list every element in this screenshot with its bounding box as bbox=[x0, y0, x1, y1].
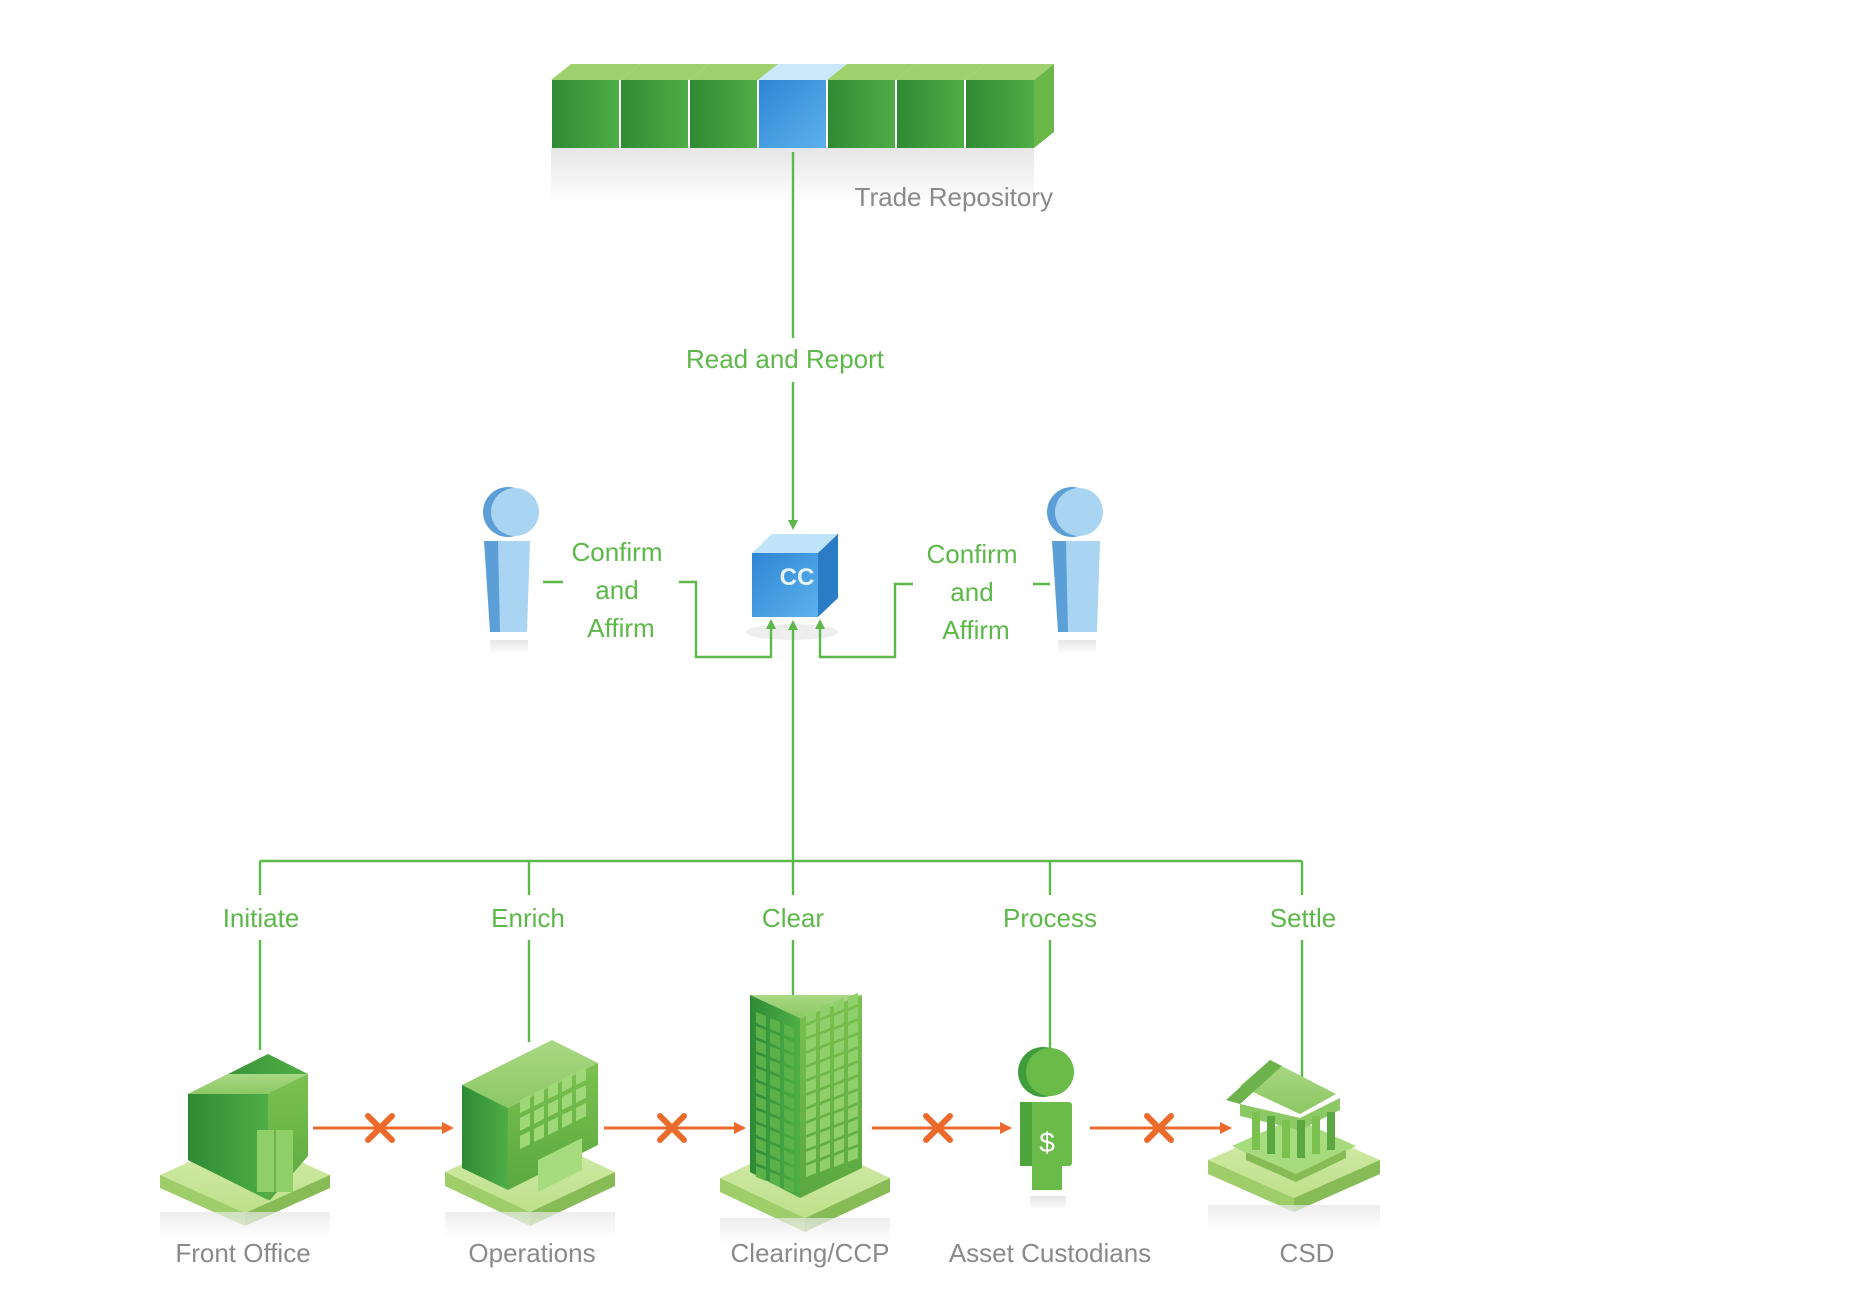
read-report-label: Read and Report bbox=[686, 344, 885, 374]
custodian-person-icon: $ bbox=[1018, 1047, 1074, 1210]
operations-building-icon bbox=[445, 1040, 615, 1238]
office-building-icon bbox=[160, 1054, 330, 1238]
step-action-label: Clear bbox=[762, 903, 824, 933]
repository-block bbox=[895, 64, 985, 148]
confirm-left-line3: Affirm bbox=[587, 613, 654, 643]
confirm-right-line2: and bbox=[950, 577, 993, 607]
step-action-label: Initiate bbox=[223, 903, 300, 933]
confirm-left-connector bbox=[679, 580, 776, 659]
entity-label-front-office: Front Office bbox=[175, 1238, 310, 1268]
confirm-left-line2: and bbox=[595, 575, 638, 605]
repository-block bbox=[964, 64, 1054, 148]
step-action-label: Enrich bbox=[491, 903, 565, 933]
entity-label-custodians: Asset Custodians bbox=[949, 1238, 1151, 1268]
cross-icon bbox=[923, 1113, 953, 1143]
step-action-label: Process bbox=[1003, 903, 1097, 933]
repository-block bbox=[619, 64, 709, 148]
step-action-label: Settle bbox=[1270, 903, 1337, 933]
confirm-left-line1: Confirm bbox=[571, 537, 662, 567]
step-branch: Settle bbox=[1270, 861, 1337, 1082]
bank-icon bbox=[1208, 1060, 1380, 1231]
person-icon-right bbox=[1047, 487, 1103, 654]
dollar-icon: $ bbox=[1039, 1127, 1055, 1158]
skyscraper-icon bbox=[720, 993, 890, 1244]
confirm-right-line3: Affirm bbox=[942, 615, 1009, 645]
entity-label-operations: Operations bbox=[468, 1238, 595, 1268]
repository-block bbox=[826, 64, 916, 148]
trade-repository-blocks bbox=[550, 64, 1054, 204]
step-branch: Initiate bbox=[223, 861, 300, 1050]
confirm-right-line1: Confirm bbox=[926, 539, 1017, 569]
step-branch: Enrich bbox=[491, 861, 565, 1042]
repository-block bbox=[550, 64, 640, 148]
confirm-right-connector bbox=[815, 582, 913, 659]
cube-icon bbox=[752, 553, 818, 617]
step-branch: Process bbox=[1003, 861, 1097, 1055]
person-icon-left bbox=[483, 487, 539, 654]
repository-block-highlighted bbox=[757, 64, 847, 148]
cc-label: CC bbox=[780, 564, 815, 591]
trade-repository-label: Trade Repository bbox=[855, 182, 1053, 212]
entity-label-csd: CSD bbox=[1280, 1238, 1335, 1268]
repository-block bbox=[688, 64, 778, 148]
step-branch: Clear bbox=[762, 861, 824, 1000]
cross-icon bbox=[1144, 1113, 1174, 1143]
cross-icon bbox=[365, 1113, 395, 1143]
cross-icon bbox=[657, 1113, 687, 1143]
entity-label-clearing: Clearing/CCP bbox=[731, 1238, 890, 1268]
